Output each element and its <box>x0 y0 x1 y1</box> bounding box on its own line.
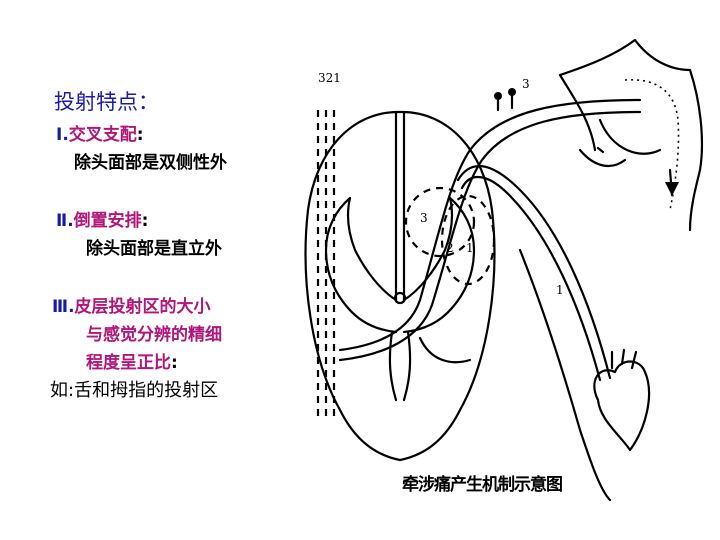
example-line: 如:舌和拇指的投射区 <box>50 376 218 402</box>
body-side-line <box>518 248 612 502</box>
afferent-fiber-2 <box>338 110 642 362</box>
item-3-heading-1: 皮层投射区的大小 <box>74 297 211 317</box>
ganglion-2 <box>508 88 516 96</box>
ganglion-stalks <box>496 94 514 112</box>
item-1-colon: : <box>136 125 144 145</box>
fiber-to-dorsal-root <box>418 336 472 364</box>
label-1-lower: 1 <box>556 283 564 297</box>
heart-vessels <box>610 348 638 370</box>
item-1-heading-line: Ⅰ.交叉支配: <box>56 120 144 145</box>
arrow-head <box>665 182 679 196</box>
body-outline <box>558 38 704 232</box>
item-2-number: Ⅱ. <box>56 211 74 231</box>
afferent-fiber-1 <box>338 98 642 352</box>
item-1-heading: 交叉支配 <box>68 125 137 145</box>
label-3-inner: 3 <box>420 211 428 225</box>
item-3-number: Ⅲ. <box>52 297 75 317</box>
item-2-colon: : <box>141 211 149 231</box>
example-prefix: 如 <box>50 380 68 401</box>
label-3-top: 3 <box>522 77 530 91</box>
item-3-heading-2: 与感觉分辨的精细 <box>86 325 222 345</box>
label-321: 321 <box>318 71 341 85</box>
item-3-heading-line-2: 与感觉分辨的精细 <box>86 320 222 345</box>
item-1-number: Ⅰ. <box>56 125 69 145</box>
item-2-heading-line: Ⅱ.倒置安排: <box>56 206 148 231</box>
visceral-fiber-inner <box>460 175 602 382</box>
item-3-heading-3: 程度呈正比 <box>86 353 171 373</box>
ventral-fissure <box>388 330 412 402</box>
item-3-heading-line-1: Ⅲ.皮层投射区的大小 <box>52 292 211 317</box>
example-colon: : <box>68 380 75 401</box>
item-3-colon: : <box>171 353 178 373</box>
dorsal-median-sulcus <box>394 110 406 302</box>
item-3-heading-line-3: 程度呈正比: <box>86 348 178 373</box>
grey-matter-left <box>324 196 398 334</box>
central-canal <box>393 291 407 305</box>
nipple <box>596 146 605 154</box>
label-2-inner: 2 <box>446 241 454 255</box>
dashed-circle-right <box>440 194 496 286</box>
label-1-inner: 1 <box>466 241 474 255</box>
spinal-cord-outline <box>304 110 496 462</box>
item-2-body: 除头面部是直立外 <box>86 239 222 259</box>
chest-curve <box>578 148 627 168</box>
example-body: 舌和拇指的投射区 <box>74 380 219 401</box>
heart-outline <box>593 360 651 452</box>
slide-title: 投射特点： <box>54 90 159 114</box>
diagram-caption: 牵涉痛产生机制示意图 <box>402 475 563 495</box>
ganglion-1 <box>494 92 502 100</box>
item-2-heading: 倒置安排 <box>73 211 142 231</box>
dashed-circle-left <box>404 186 476 258</box>
visceral-fiber-outer <box>456 165 612 380</box>
item-1-body: 除头面部是双侧性外 <box>74 153 227 173</box>
grey-matter-right <box>402 196 476 334</box>
